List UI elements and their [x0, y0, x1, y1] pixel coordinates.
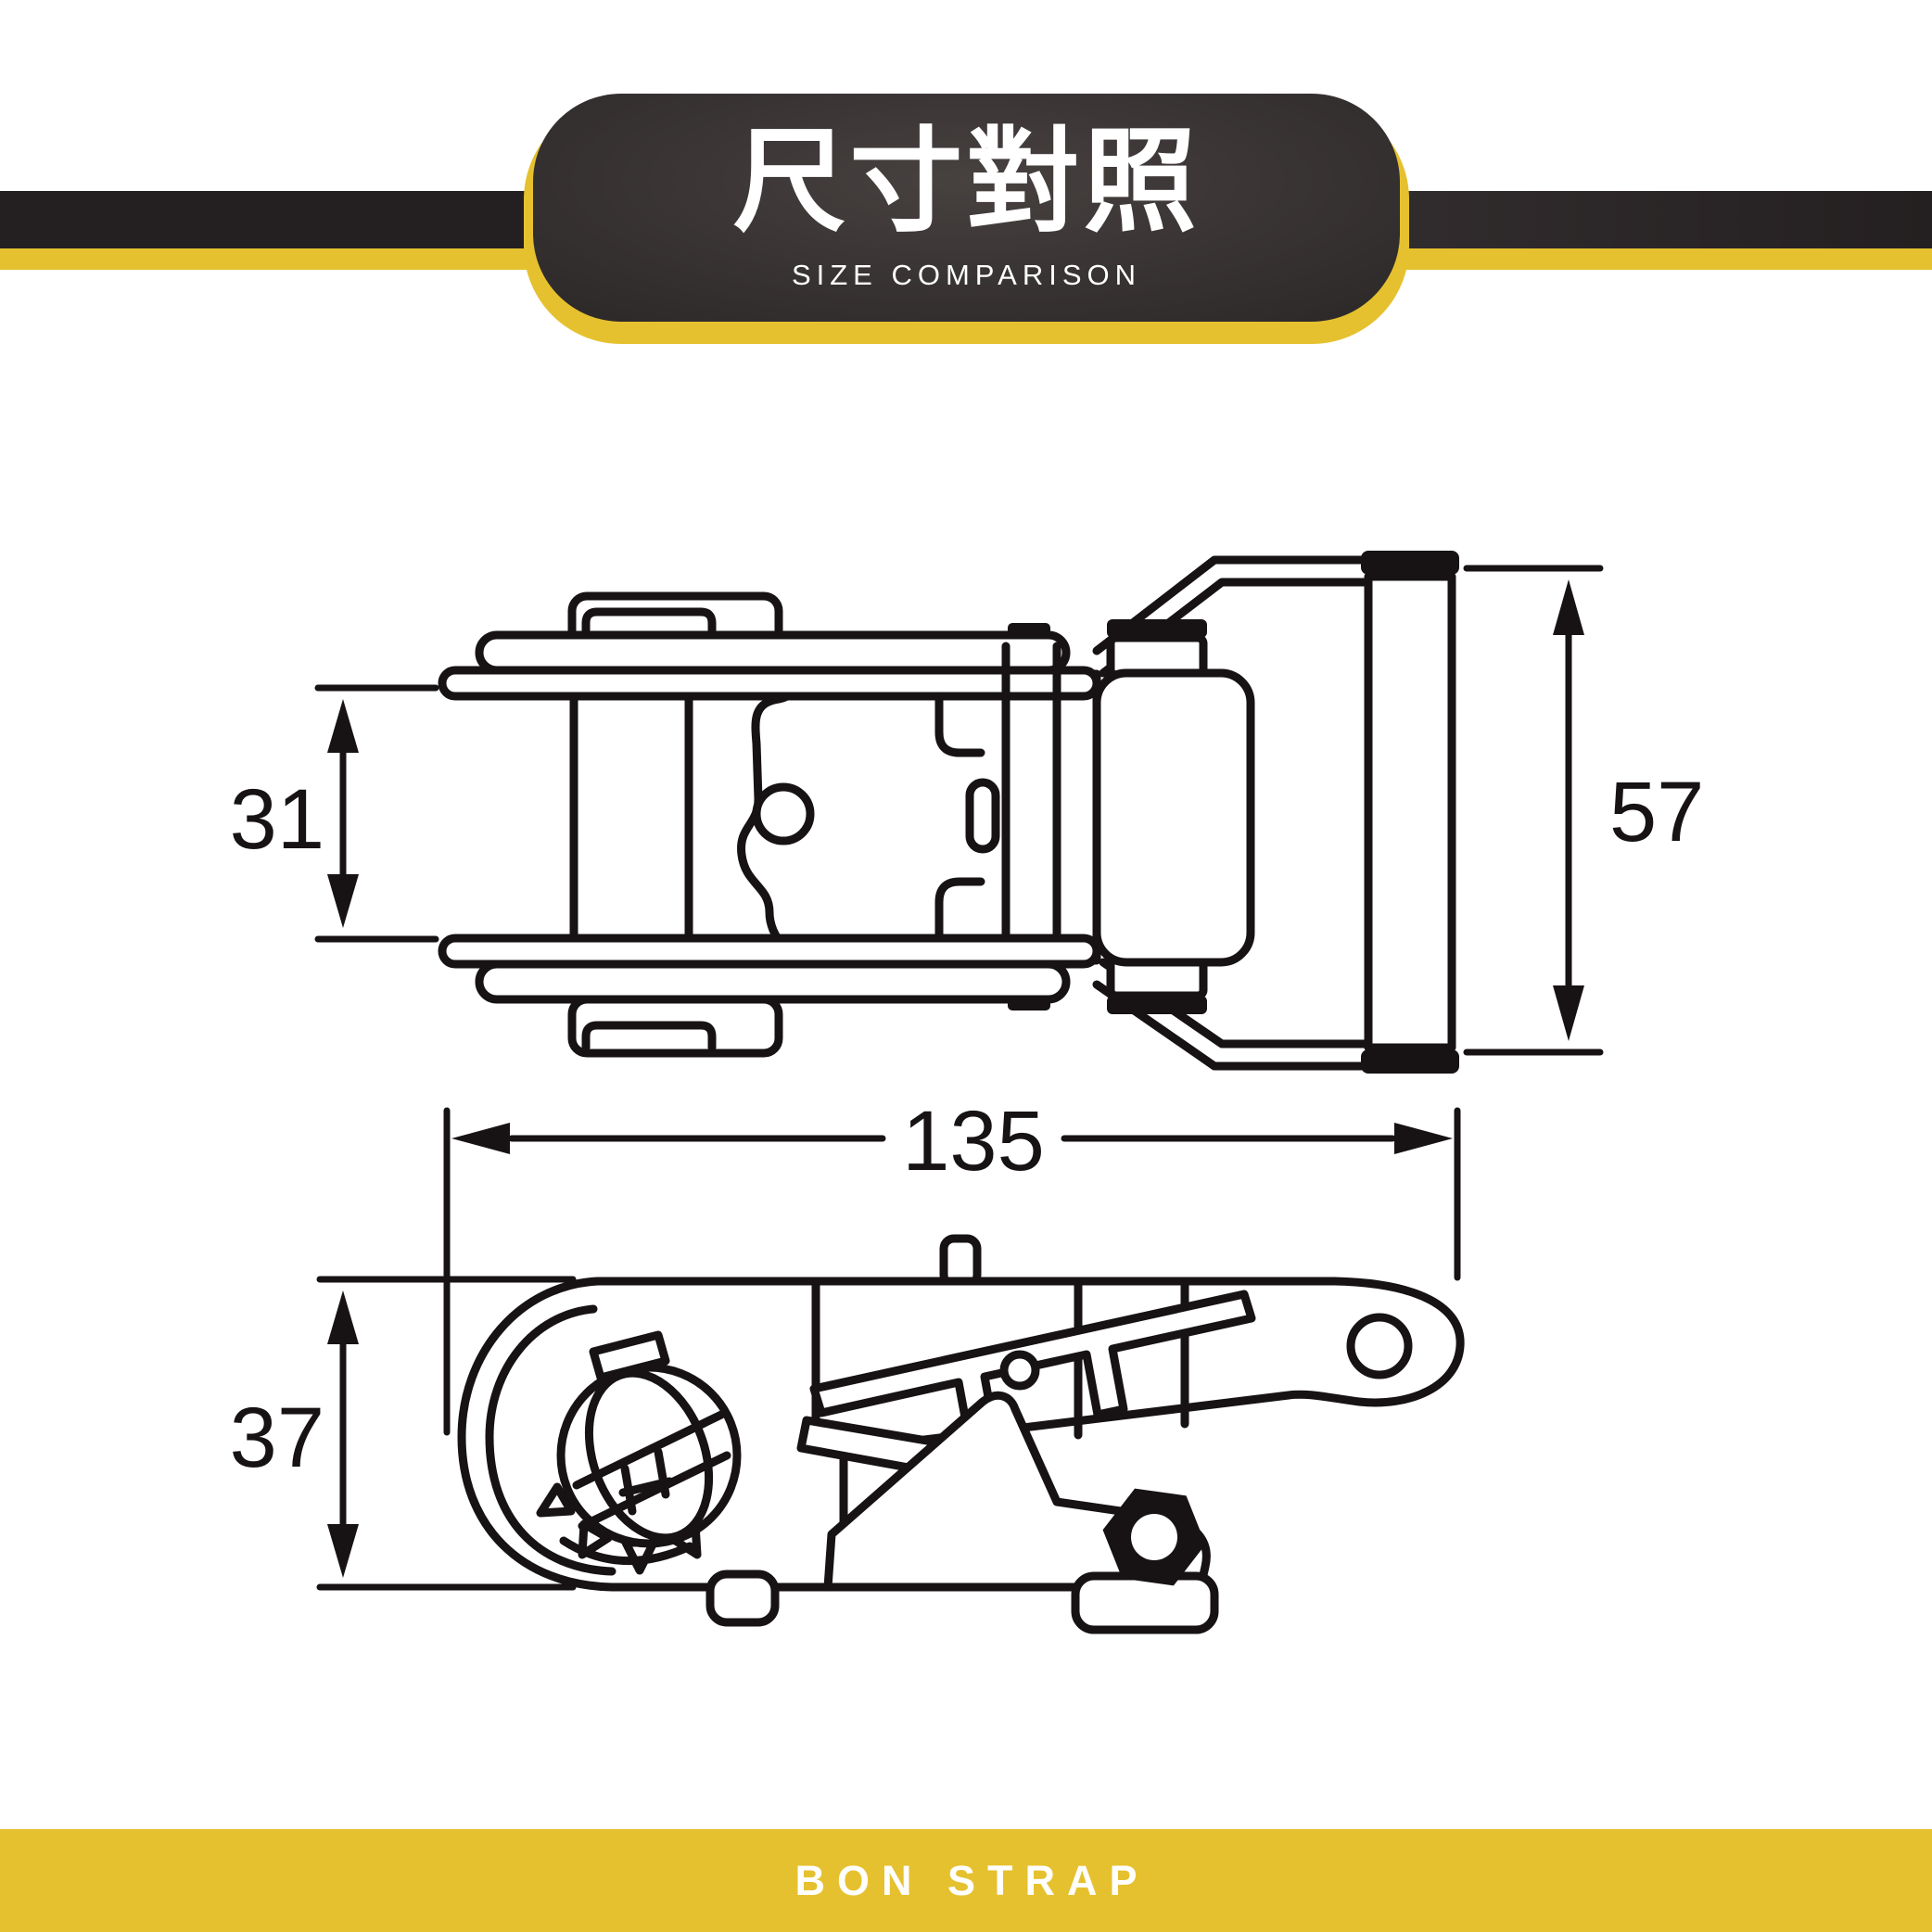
bottom-plate-lower [475, 960, 1071, 1004]
top-plate-lower [438, 666, 1101, 701]
grip-cap-bottom [1361, 1049, 1459, 1074]
frame-hook-bottom [934, 877, 985, 943]
axle-cap-top [1107, 619, 1207, 638]
dim-57-arrow-up [1553, 579, 1584, 635]
spool-web-marks [618, 1447, 674, 1516]
mandrel-bars [569, 692, 693, 943]
grip-bar [1364, 572, 1456, 1052]
housing-inner-arc [485, 1304, 616, 1576]
page-title: 尺寸對照 [732, 119, 1201, 245]
spool-slot-lines [572, 1410, 731, 1531]
top-plate-upper [475, 630, 1071, 675]
dim-31-label: 31 [230, 772, 324, 867]
dim-135-label: 135 [902, 1094, 1045, 1188]
dim-57-witness-lines [1463, 565, 1604, 1056]
dim-31-witness-lines [314, 684, 439, 943]
page-subtitle: SIZE COMPARISON [791, 259, 1142, 292]
frame-hook-top [934, 692, 985, 757]
base-foot-left [705, 1570, 780, 1627]
dim-31-arrow-up [327, 699, 359, 753]
hex-nut-hole [1131, 1514, 1177, 1560]
dim-57-label: 57 [1609, 765, 1704, 859]
base-foot-right [1071, 1571, 1219, 1634]
spool-top-tab [589, 1330, 670, 1382]
gear-tooth-2 [536, 1482, 576, 1518]
dim-37-arrow-down [327, 1524, 359, 1578]
axle-cap-bottom [1107, 996, 1207, 1014]
grip-cap-top [1361, 551, 1459, 575]
bottom-slot-tab-step [581, 1021, 717, 1052]
ratchet-spool [536, 1330, 742, 1575]
dim-31-arrow-down [327, 874, 359, 928]
dim-body-height: 37 [230, 1276, 577, 1591]
top-slot-tab-step [581, 607, 717, 640]
spool-bottom-arc [559, 1536, 694, 1566]
dim-135-arrow-left [451, 1123, 510, 1154]
dim-57-arrow-down [1553, 985, 1584, 1041]
dim-135-witness-lines [443, 1107, 1461, 1436]
dim-135-arrow-right [1394, 1123, 1453, 1154]
plate-cap-bottom [1008, 996, 1050, 1010]
dim-overall-height: 57 [1463, 565, 1704, 1056]
grip-tread-upper [809, 1290, 1256, 1447]
arm-end-hole [1346, 1313, 1413, 1379]
rivet-hole [999, 1350, 1040, 1391]
plate-cap-top [1008, 623, 1050, 638]
dim-37-label: 37 [230, 1391, 324, 1485]
dim-strap-width: 31 [230, 684, 439, 943]
roller [1092, 668, 1255, 967]
frame-slot-hole [965, 778, 1000, 854]
footer-bar: BON STRAP [0, 1829, 1932, 1932]
title-banner: 尺寸對照 SIZE COMPARISON [533, 94, 1400, 322]
dim-overall-length: 135 [443, 1094, 1461, 1436]
top-view-drawing: 31 57 [230, 551, 1704, 1074]
side-view-drawing: 37 [230, 1234, 1465, 1634]
frame-separators [1001, 642, 1061, 943]
brand-name: BON STRAP [794, 1856, 1150, 1904]
dim-37-witness-lines [316, 1276, 577, 1591]
frame-hole [752, 782, 815, 845]
dim-37-arrow-up [327, 1290, 359, 1344]
